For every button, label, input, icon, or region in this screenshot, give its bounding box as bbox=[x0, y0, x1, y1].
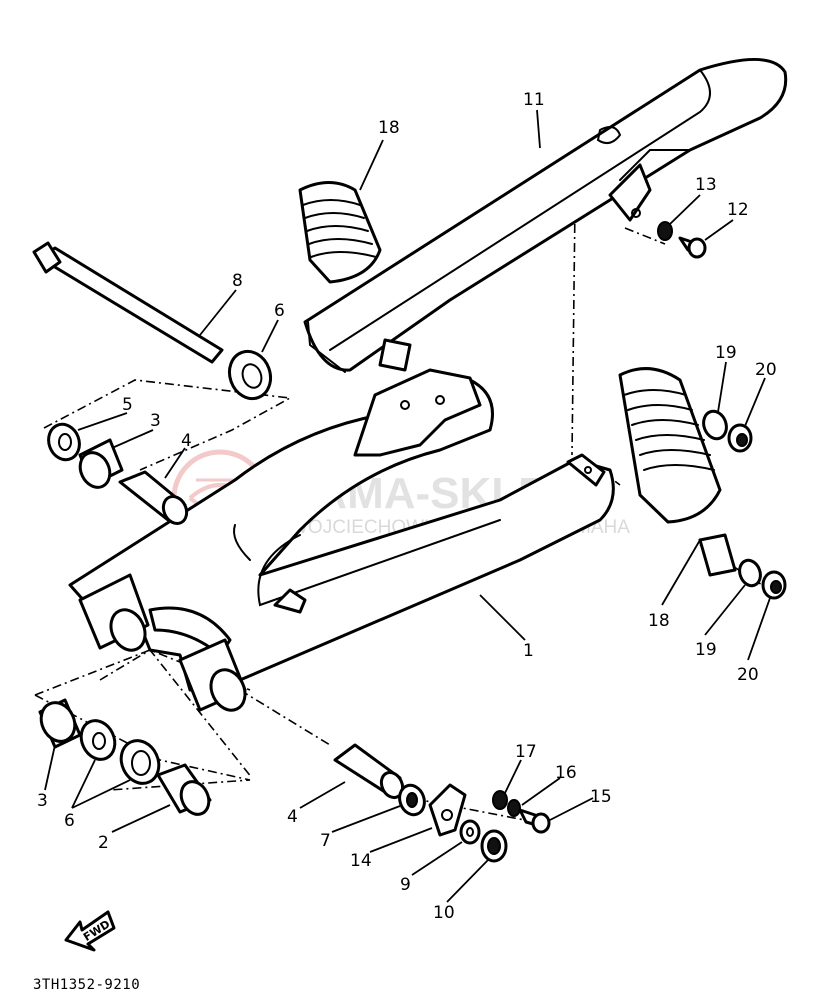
bushing-3-upper bbox=[78, 438, 124, 489]
pivot-bosses bbox=[78, 573, 247, 712]
plate-14 bbox=[428, 783, 467, 837]
callout-6-upper: 6 bbox=[274, 301, 285, 321]
washer-19-upper bbox=[702, 409, 728, 441]
oil-seal-upper bbox=[227, 349, 273, 401]
nut-20-upper bbox=[727, 423, 753, 453]
bolt-15 bbox=[518, 808, 551, 834]
callout-15: 15 bbox=[590, 787, 612, 807]
washer-7 bbox=[398, 783, 426, 817]
callout-labels: 11 18 13 12 8 6 19 20 5 3 4 1 18 19 20 3… bbox=[37, 90, 777, 923]
washer-16 bbox=[507, 799, 521, 817]
callout-13: 13 bbox=[695, 175, 717, 195]
nut-10 bbox=[480, 829, 508, 863]
callout-6-lower: 6 bbox=[64, 811, 75, 831]
rear-shock-left bbox=[298, 181, 412, 372]
callout-8: 8 bbox=[232, 271, 243, 291]
bushing-3-lower bbox=[38, 698, 82, 749]
leader-lines bbox=[44, 109, 771, 903]
collar-4-upper bbox=[118, 470, 189, 526]
callout-9: 9 bbox=[400, 875, 411, 895]
nut-17 bbox=[492, 790, 508, 810]
callout-20-lower: 20 bbox=[737, 665, 759, 685]
callout-20-upper: 20 bbox=[755, 360, 777, 380]
callout-16: 16 bbox=[555, 763, 577, 783]
callout-7: 7 bbox=[320, 831, 331, 851]
callout-5: 5 bbox=[122, 395, 133, 415]
chain-case bbox=[303, 58, 788, 373]
washer-9 bbox=[459, 819, 481, 845]
callout-18-lower: 18 bbox=[648, 611, 670, 631]
rear-shock-right bbox=[618, 367, 737, 577]
callout-10: 10 bbox=[433, 903, 455, 923]
callout-11: 11 bbox=[523, 90, 545, 110]
collar-4-lower bbox=[333, 743, 405, 800]
callout-18-upper: 18 bbox=[378, 118, 400, 138]
callout-2: 2 bbox=[98, 833, 109, 853]
bolt-12 bbox=[678, 236, 707, 259]
swingarm bbox=[68, 368, 615, 692]
callout-3-lower: 3 bbox=[37, 791, 48, 811]
washer-5 bbox=[47, 422, 81, 462]
washer-13 bbox=[657, 221, 673, 241]
forward-direction-arrow: FWD bbox=[64, 910, 116, 952]
washer-19-lower bbox=[738, 558, 762, 588]
callout-17: 17 bbox=[515, 742, 537, 762]
callout-19-lower: 19 bbox=[695, 640, 717, 660]
callout-14: 14 bbox=[350, 851, 372, 871]
oil-seals-6-lower bbox=[79, 719, 161, 785]
bushing-2 bbox=[156, 763, 212, 816]
callout-1: 1 bbox=[523, 641, 534, 661]
callout-3-upper: 3 bbox=[150, 411, 161, 431]
part-code: 3TH1352-9210 bbox=[33, 977, 141, 993]
callout-19-upper: 19 bbox=[715, 343, 737, 363]
pivot-shaft bbox=[32, 241, 224, 364]
nut-20-lower bbox=[761, 570, 787, 600]
callout-12: 12 bbox=[727, 200, 749, 220]
callout-4-upper: 4 bbox=[181, 431, 192, 451]
callout-4-lower: 4 bbox=[287, 807, 298, 827]
